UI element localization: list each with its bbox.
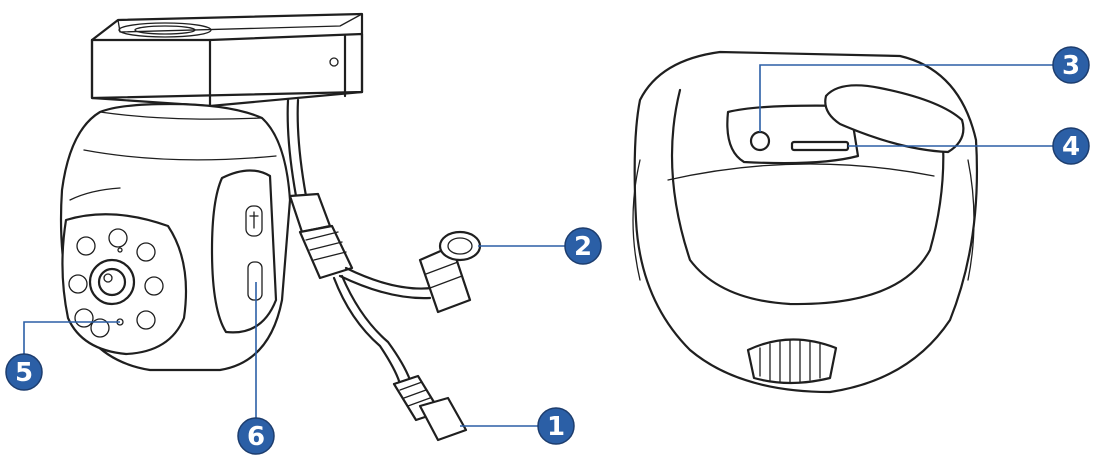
callout-badge-5	[5, 353, 43, 391]
callout-badge-3	[1052, 46, 1090, 84]
callout-5: 5	[5, 321, 120, 391]
network-connector	[418, 230, 482, 314]
mounting-bracket	[90, 12, 364, 108]
callout-badge-1	[537, 407, 575, 445]
callout-badge-4	[1052, 127, 1090, 165]
callout-number-2: 2	[574, 232, 592, 262]
callout-1: 1	[460, 407, 575, 445]
callout-6: 6	[237, 282, 275, 455]
callout-4: 4	[848, 127, 1090, 165]
callout-number-4: 4	[1062, 132, 1080, 162]
callout-3: 3	[759, 46, 1090, 132]
callout-number-6: 6	[247, 422, 265, 452]
callout-number-5: 5	[15, 358, 33, 388]
callout-2: 2	[478, 227, 602, 265]
power-connector	[392, 374, 468, 442]
callout-number-3: 3	[1062, 51, 1080, 81]
camera-rear-view	[632, 50, 979, 394]
lens-plate	[61, 213, 188, 356]
callout-badge-6	[237, 417, 275, 455]
camera-cables	[286, 98, 434, 386]
leader-line-3	[759, 64, 1054, 132]
camera-front-view	[59, 12, 482, 442]
callout-number-1: 1	[547, 412, 565, 442]
side-panel	[210, 169, 278, 334]
callout-badge-2	[564, 227, 602, 265]
leader-line-5	[23, 321, 120, 356]
